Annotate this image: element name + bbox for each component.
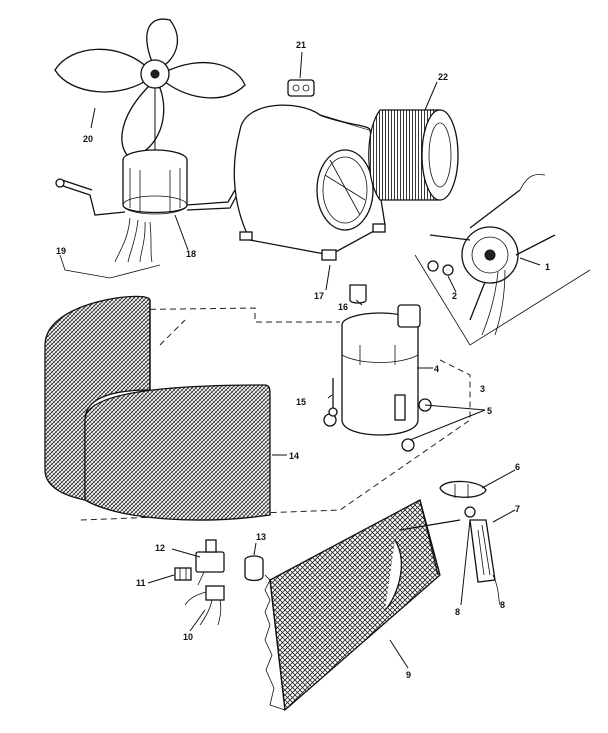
callout-22: 22 <box>438 72 448 82</box>
callout-3: 3 <box>480 384 485 394</box>
callout-18: 18 <box>186 249 196 259</box>
callout-19: 19 <box>56 246 66 256</box>
wire-connector <box>287 79 315 97</box>
callout-2: 2 <box>452 291 457 301</box>
leader-lines <box>90 51 541 669</box>
capacitor <box>244 555 264 582</box>
callout-1: 1 <box>545 262 550 272</box>
callout-14: 14 <box>289 451 299 461</box>
compressor-mounts <box>323 398 432 452</box>
wire-harness <box>184 585 225 626</box>
callout-16: 16 <box>338 302 348 312</box>
callout-21: 21 <box>296 40 306 50</box>
callout-10: 10 <box>183 632 193 642</box>
relay <box>195 539 225 586</box>
callout-6: 6 <box>515 462 520 472</box>
callout-labels: 21 22 20 19 18 17 16 1 2 4 3 5 15 14 6 7… <box>56 40 550 680</box>
callout-8a: 8 <box>455 607 460 617</box>
expansion-valve <box>439 480 487 498</box>
callout-15: 15 <box>296 397 306 407</box>
callout-17: 17 <box>314 291 324 301</box>
heater-element <box>469 519 501 606</box>
callout-8b: 8 <box>500 600 505 610</box>
callout-9: 9 <box>406 670 411 680</box>
callout-11: 11 <box>136 578 146 588</box>
callout-20: 20 <box>83 134 93 144</box>
compressor <box>341 304 421 436</box>
blower-wheel <box>368 109 459 201</box>
grommets <box>427 260 454 276</box>
condenser-coil <box>44 295 271 521</box>
condenser-fan-motor <box>122 149 188 215</box>
callout-12: 12 <box>155 543 165 553</box>
terminal-cover <box>349 284 367 304</box>
fan-blade <box>54 18 246 159</box>
blower-motor <box>429 174 556 336</box>
callout-4: 4 <box>434 364 439 374</box>
callout-7: 7 <box>515 504 520 514</box>
callout-5: 5 <box>487 406 492 416</box>
drier <box>464 506 476 518</box>
mounting-bolt <box>328 378 338 417</box>
evaporator-coil <box>264 499 461 712</box>
callout-13: 13 <box>256 532 266 542</box>
terminal-block <box>174 567 192 581</box>
motor-mount <box>414 254 591 346</box>
blower-housing <box>233 104 386 261</box>
